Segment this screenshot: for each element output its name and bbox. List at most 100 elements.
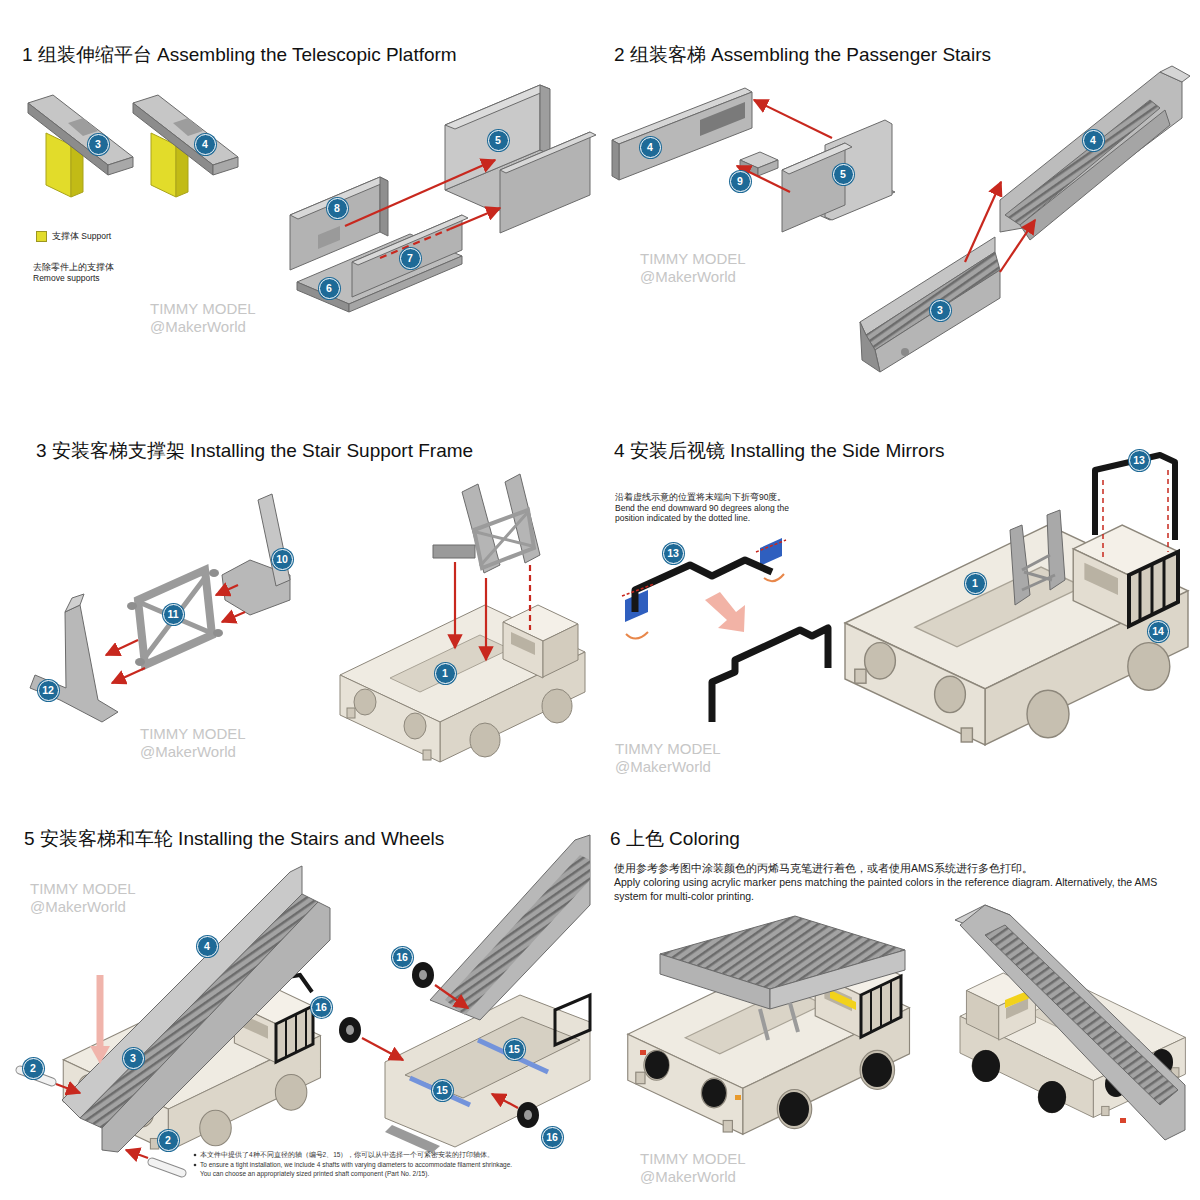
panel-5-parts: [517, 1102, 539, 1128]
assembly-arrow: [492, 1094, 518, 1108]
callout-number: 10: [272, 549, 293, 570]
panel-4-parts: [1103, 470, 1168, 560]
step-heading: 5 安装客梯和车轮 Installing the Stairs and Whee…: [24, 828, 444, 850]
assembly-arrow: [529, 565, 531, 630]
watermark: TIMMY MODEL @MakerWorld: [640, 1150, 780, 1186]
step-heading: 4 安装后视镜 Installing the Side Mirrors: [614, 440, 945, 462]
panel-6-vehicles: [1120, 1118, 1126, 1123]
panel-6-vehicles: [640, 1050, 646, 1055]
panel-2-parts: [700, 102, 745, 136]
panel-6-vehicles: [660, 954, 770, 1009]
panel-2-parts: [1020, 110, 1170, 240]
panel-5-parts: [555, 995, 590, 1045]
panel-4-parts: [626, 632, 648, 639]
callout-number: 13: [1129, 450, 1150, 471]
panel-5-parts: [286, 1010, 306, 1058]
panel-4-parts: [635, 560, 772, 612]
watermark: TIMMY MODEL @MakerWorld: [615, 740, 755, 776]
panel-5-parts: [524, 1110, 532, 1120]
panel-3-parts: [127, 602, 137, 610]
callout-number: 7: [400, 248, 421, 269]
panel-5-parts: [385, 1125, 440, 1153]
legend-swatch: [36, 231, 47, 242]
panel-4-parts: [1129, 552, 1178, 626]
callout-number: 6: [319, 278, 340, 299]
step-heading: 2 组装客梯 Assembling the Passenger Stairs: [614, 44, 991, 66]
note-text: 沿着虚线示意的位置将末端向下折弯90度。 Bend the end downwa…: [615, 492, 793, 524]
callout-number: 4: [197, 936, 218, 957]
callout-number: 12: [38, 680, 59, 701]
step-heading: 3 安装客梯支撑架 Installing the Stair Support F…: [36, 440, 473, 462]
panel-5-parts: [276, 1006, 313, 1062]
callout-number: 5: [833, 164, 854, 185]
panel-3-parts: [474, 510, 534, 568]
assembly-arrow: [1000, 220, 1035, 272]
callout-number: 2: [158, 1130, 179, 1151]
panel-2-parts: [612, 140, 619, 180]
panel-2-parts: [612, 66, 1190, 372]
assembly-arrow: [106, 640, 138, 655]
panel-4-parts: [622, 540, 786, 596]
panel-5-parts: [412, 962, 434, 988]
panel-5-parts: [90, 1046, 110, 1064]
callout-number: 8: [327, 198, 348, 219]
panel-4-parts: [1140, 558, 1164, 620]
callout-number: 4: [195, 134, 216, 155]
step-heading: 1 组装伸缩平台 Assembling the Telescopic Platf…: [22, 44, 457, 66]
callout-number: 9: [730, 171, 751, 192]
panel-1-parts: [500, 132, 590, 233]
panel-1-parts: [28, 85, 596, 312]
assembly-arrow: [345, 160, 495, 226]
panel-4-parts: [1022, 555, 1055, 590]
assembly-arrow: [450, 208, 500, 229]
assembly-arrow: [965, 182, 1001, 262]
instruction-text: 使用参考参考图中涂装颜色的丙烯马克笔进行着色，或者使用AMS系统进行多色打印。: [614, 862, 1192, 876]
panel-6-vehicles: [628, 905, 1186, 1140]
callout-number: 3: [88, 134, 109, 155]
assembly-arrow: [112, 668, 145, 683]
panel-2-parts: [860, 322, 880, 372]
assembly-arrow: [56, 985, 518, 1158]
panel-3-parts: [65, 594, 84, 612]
panel-2-parts: [875, 270, 1000, 372]
panel-5-parts: [97, 975, 104, 1048]
panel-4-parts: [760, 538, 782, 566]
panel-6-vehicles: [862, 1053, 892, 1087]
panel-5-parts: [152, 1162, 182, 1173]
callout-number: 16: [311, 997, 332, 1018]
panel-5-parts: [20, 835, 590, 1173]
panel-6-vehicles: [1038, 1081, 1066, 1113]
panel-6-vehicles: [960, 905, 1185, 1140]
callout-number: 14: [1148, 621, 1169, 642]
panel-6-vehicles: [760, 1003, 798, 1040]
callout-number: 3: [930, 300, 951, 321]
footnote-text: 本文件中提供了4种不同直径的轴（编号2、15），你可以从中选择一个可紧密安装的打…: [200, 1151, 520, 1160]
panel-5-parts: [419, 970, 427, 980]
callout-number: 16: [542, 1127, 563, 1148]
panel-4-parts: [764, 574, 784, 581]
assembly-arrow: [454, 562, 456, 648]
assembly-arrow: [216, 585, 238, 595]
panel-6-vehicles: [645, 1051, 669, 1079]
panel-3-parts: [135, 658, 145, 666]
callout-number: 11: [163, 604, 184, 625]
callout-number: 4: [640, 137, 661, 158]
panel-6-vehicles: [861, 976, 901, 1037]
assembly-arrow: [362, 1038, 403, 1060]
panel-2-parts: [619, 92, 752, 180]
panel-6-vehicles: [770, 950, 905, 1009]
callout-number: 15: [432, 1080, 453, 1101]
callout-number: 13: [663, 543, 684, 564]
panel-5-parts: [80, 894, 318, 1128]
panel-4-parts: [705, 592, 745, 632]
callout-number: 5: [488, 130, 509, 151]
panel-2-parts: [901, 348, 909, 356]
watermark: TIMMY MODEL @MakerWorld: [640, 250, 780, 286]
watermark: TIMMY MODEL @MakerWorld: [150, 300, 290, 336]
panel-4-parts: [712, 628, 828, 722]
panel-1-parts: [540, 85, 550, 154]
panel-1-parts: [318, 226, 340, 249]
legend-text: 支撑体 Support: [52, 231, 111, 242]
